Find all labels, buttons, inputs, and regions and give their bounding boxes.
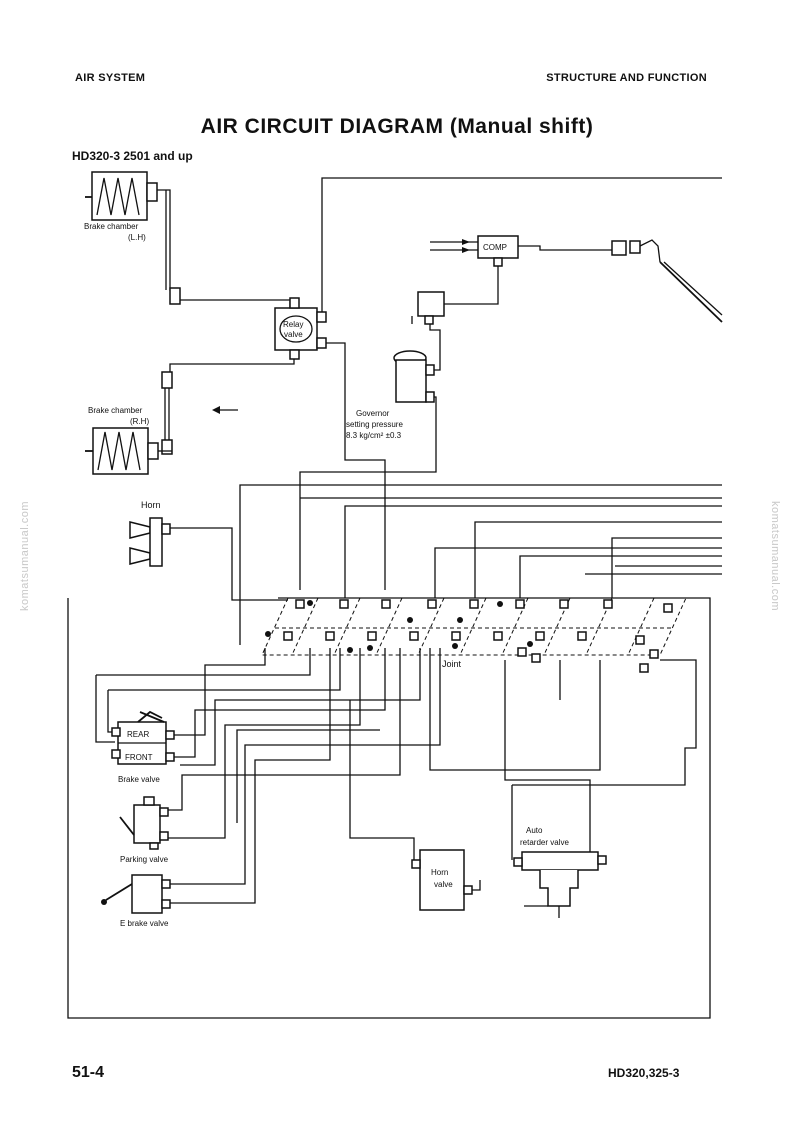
brake-chamber-rh-label-1: Brake chamber [88,406,143,415]
e-brake-valve [101,874,171,914]
brake-valve [111,710,175,765]
circuit-frame [67,597,711,1019]
front-label: FRONT [125,753,153,762]
brake-valve-label: Brake valve [118,775,160,784]
rear-label: REAR [127,730,149,739]
brake-chamber-lh-label-2: (L.H) [128,233,146,242]
horn-label: Horn [141,500,161,510]
governor-label-2: setting pressure [346,420,403,429]
horn-valve-label-2: valve [434,880,453,889]
model-label: HD320-3 2501 and up [72,149,193,163]
valve-wiring [95,648,697,904]
brake-chamber-lh-label-1: Brake chamber [84,222,139,231]
parking-valve-label: Parking valve [120,855,169,864]
e-brake-valve-label: E brake valve [120,919,169,928]
comp-label: COMP [483,243,507,252]
parking-valve [119,796,169,850]
horn [129,517,288,601]
brake-chamber-rh [85,371,173,475]
auto-retarder-valve [513,851,607,918]
joint-block [261,597,687,673]
horn-valve-label-1: Horn [431,868,448,877]
auto-retarder-label-1: Auto [526,826,543,835]
compressor [430,235,723,323]
flow-arrow-left [212,406,238,414]
brake-chamber-rh-label-2: (R.H) [130,417,149,426]
horn-valve [411,849,481,911]
footer-model: HD320,325-3 [608,1066,680,1080]
brake-chamber-lh [85,171,176,291]
page-number: 51-4 [72,1064,105,1081]
relay-valve-label-2: valve [284,330,303,339]
governor [299,291,445,590]
chapter-header: STRUCTURE AND FUNCTION [546,72,707,84]
relay-valve-label-1: Relay [283,320,303,329]
joint-label: Joint [442,659,462,669]
section-header: AIR SYSTEM [75,72,146,84]
relay-valve [274,297,327,360]
governor-label-3: 8.3 kg/cm² ±0.3 [346,431,402,440]
supply-lines [239,484,722,645]
governor-label-1: Governor [356,409,390,418]
page-title: AIR CIRCUIT DIAGRAM (Manual shift) [200,115,594,138]
auto-retarder-label-2: retarder valve [520,838,569,847]
